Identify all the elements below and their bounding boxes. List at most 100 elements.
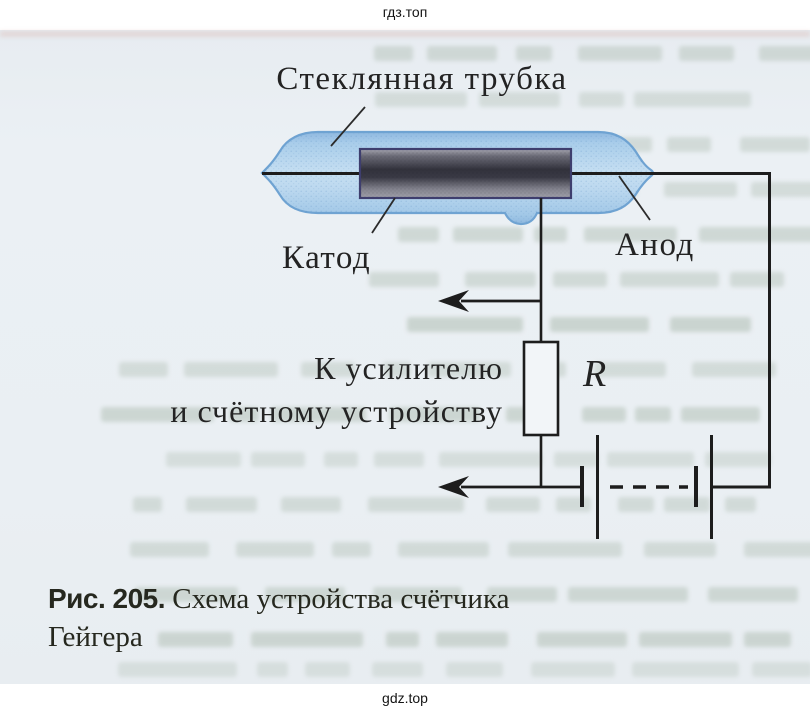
bleed-word (251, 632, 363, 647)
bleed-word (374, 92, 467, 107)
bleed-word (632, 662, 740, 677)
bleed-text-row (118, 662, 810, 682)
bleed-word (620, 272, 719, 287)
bleed-text-row (133, 497, 776, 517)
bleed-word (439, 452, 543, 467)
bleed-word (407, 317, 524, 332)
bleed-word (165, 452, 241, 467)
bleed-word (228, 407, 259, 422)
bleed-text-row (374, 46, 810, 66)
bleed-word (382, 362, 412, 377)
bleed-word (374, 46, 414, 61)
bleed-word (452, 227, 524, 242)
resistor-label: R (583, 353, 607, 395)
bleed-word (744, 542, 810, 557)
bleed-word (331, 542, 371, 557)
bleed-word (751, 662, 810, 677)
bleed-word (644, 542, 716, 557)
bleed-word (553, 452, 598, 467)
bleed-word (704, 452, 771, 467)
bleed-word (534, 227, 567, 242)
scan-edge-tint (0, 31, 810, 37)
bleed-word (184, 362, 278, 377)
bleed-word (134, 587, 238, 602)
bleed-word (750, 182, 810, 197)
resistor-symbol (522, 340, 560, 437)
arrow-to-amplifier-upper (438, 290, 541, 312)
site-watermark-footer: gdz.top (382, 690, 428, 706)
amplifier-label-line2: и счётному устройству (170, 393, 503, 429)
bleed-text-row (407, 317, 760, 337)
amplifier-label: К усилителю и счётному устройству (0, 347, 503, 433)
bleed-word (724, 497, 756, 512)
bleed-word (567, 587, 689, 602)
bleed-text-row (129, 542, 810, 562)
bleed-word (368, 497, 465, 512)
site-watermark-header: гдз.топ (382, 4, 428, 20)
bleed-word (692, 362, 776, 377)
bleed-word (739, 137, 810, 152)
leader-line-anode (618, 175, 651, 221)
bleed-word (578, 46, 663, 61)
bleed-word (435, 632, 508, 647)
bleed-word (478, 92, 561, 107)
bleed-word (581, 407, 626, 422)
bleed-word (389, 407, 480, 422)
bleed-word (374, 452, 425, 467)
bleed-word (584, 227, 677, 242)
bleed-text-row (165, 452, 782, 472)
bleed-text-row (398, 227, 810, 247)
bleed-word (301, 362, 355, 377)
bleed-word (250, 452, 306, 467)
bleed-text-row (369, 272, 808, 292)
cathode-label: Катод (282, 240, 372, 276)
bleed-word (133, 497, 162, 512)
bleed-word (264, 587, 345, 602)
bleed-text-row (374, 92, 779, 112)
bleed-word (372, 662, 423, 677)
anode-label: Анод (615, 227, 695, 263)
bleed-word (708, 587, 799, 602)
bleed-word (549, 317, 649, 332)
bleed-word (119, 362, 168, 377)
bleed-word (635, 407, 672, 422)
bleed-word (256, 662, 289, 677)
bleed-word (680, 407, 760, 422)
bleed-word (617, 497, 654, 512)
leader-line-cathode (371, 197, 396, 234)
bleed-word (666, 137, 711, 152)
bleed-word (536, 632, 628, 647)
bleed-word (744, 632, 792, 647)
bleed-word (185, 497, 257, 512)
battery-symbol (580, 435, 713, 539)
bleed-word (759, 46, 810, 61)
bleed-word (553, 272, 607, 287)
bleed-word (369, 272, 440, 287)
arrow-to-amplifier-lower (438, 476, 582, 498)
bleed-word (664, 182, 737, 197)
bleed-word (486, 497, 540, 512)
bleed-word (157, 632, 234, 647)
bleed-word (670, 317, 751, 332)
amplifier-label-line1: К усилителю (314, 350, 503, 386)
bleed-word (487, 587, 558, 602)
bleed-word (516, 46, 552, 61)
bleed-text-row (134, 587, 810, 607)
bleed-word (639, 632, 732, 647)
bleed-word (386, 632, 420, 647)
bleed-word (530, 662, 616, 677)
bleed-word (101, 407, 215, 422)
bleed-word (698, 227, 810, 242)
bleed-word (507, 542, 622, 557)
bleed-word (373, 587, 462, 602)
bleed-word (594, 362, 666, 377)
bleed-word (578, 92, 624, 107)
bleed-word (426, 46, 498, 61)
bleed-word (235, 542, 315, 557)
bleed-word (271, 407, 367, 422)
bleed-word (446, 662, 504, 677)
glass-tube-label: Стеклянная трубка (276, 61, 568, 97)
figure-caption-text: Схема устройства счётчика Гейгера (48, 583, 510, 653)
